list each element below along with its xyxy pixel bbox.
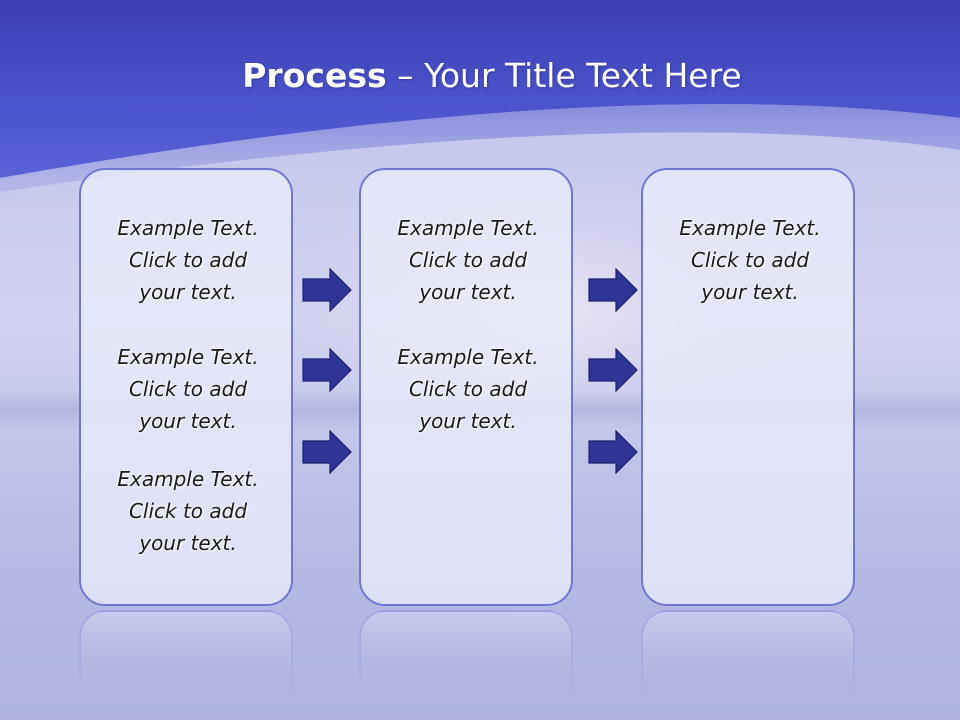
text-block[interactable]: Example Text. Click to add your text. xyxy=(361,212,575,308)
text-line: Click to add xyxy=(128,248,248,272)
box-reflection xyxy=(79,610,293,720)
text-line: Example Text. xyxy=(117,345,259,369)
text-block[interactable]: Example Text. Click to add your text. xyxy=(81,341,295,437)
right-arrow-icon xyxy=(588,430,638,474)
text-line: your text. xyxy=(419,280,517,304)
text-line: Example Text. xyxy=(397,216,539,240)
text-line: Example Text. xyxy=(397,345,539,369)
process-box-1[interactable]: Example Text. Click to add your text. Ex… xyxy=(79,168,293,606)
text-block[interactable]: Example Text. Click to add your text. xyxy=(361,341,575,437)
right-arrow-icon xyxy=(302,348,352,392)
text-line: your text. xyxy=(419,409,517,433)
text-line: Example Text. xyxy=(679,216,821,240)
text-line: your text. xyxy=(701,280,799,304)
text-line: Click to add xyxy=(408,248,528,272)
right-arrow-icon xyxy=(588,348,638,392)
text-block[interactable]: Example Text. Click to add your text. xyxy=(81,212,295,308)
right-arrow-icon xyxy=(302,430,352,474)
box-reflection xyxy=(359,610,573,720)
text-line: Click to add xyxy=(128,377,248,401)
title-bold-word: Process xyxy=(242,56,387,95)
text-line: Example Text. xyxy=(117,216,259,240)
title-rest: – Your Title Text Here xyxy=(386,56,742,95)
slide-title[interactable]: Process – Your Title Text Here xyxy=(0,56,960,96)
title-banner xyxy=(0,0,960,200)
text-line: Click to add xyxy=(690,248,810,272)
text-block[interactable]: Example Text. Click to add your text. xyxy=(81,463,295,559)
box-reflection xyxy=(641,610,855,720)
text-block[interactable]: Example Text. Click to add your text. xyxy=(643,212,857,308)
text-line: your text. xyxy=(139,280,237,304)
text-line: your text. xyxy=(139,531,237,555)
process-box-3[interactable]: Example Text. Click to add your text. xyxy=(641,168,855,606)
text-line: Click to add xyxy=(408,377,528,401)
process-box-2[interactable]: Example Text. Click to add your text. Ex… xyxy=(359,168,573,606)
right-arrow-icon xyxy=(302,268,352,312)
text-line: Click to add xyxy=(128,499,248,523)
right-arrow-icon xyxy=(588,268,638,312)
text-line: your text. xyxy=(139,409,237,433)
text-line: Example Text. xyxy=(117,467,259,491)
